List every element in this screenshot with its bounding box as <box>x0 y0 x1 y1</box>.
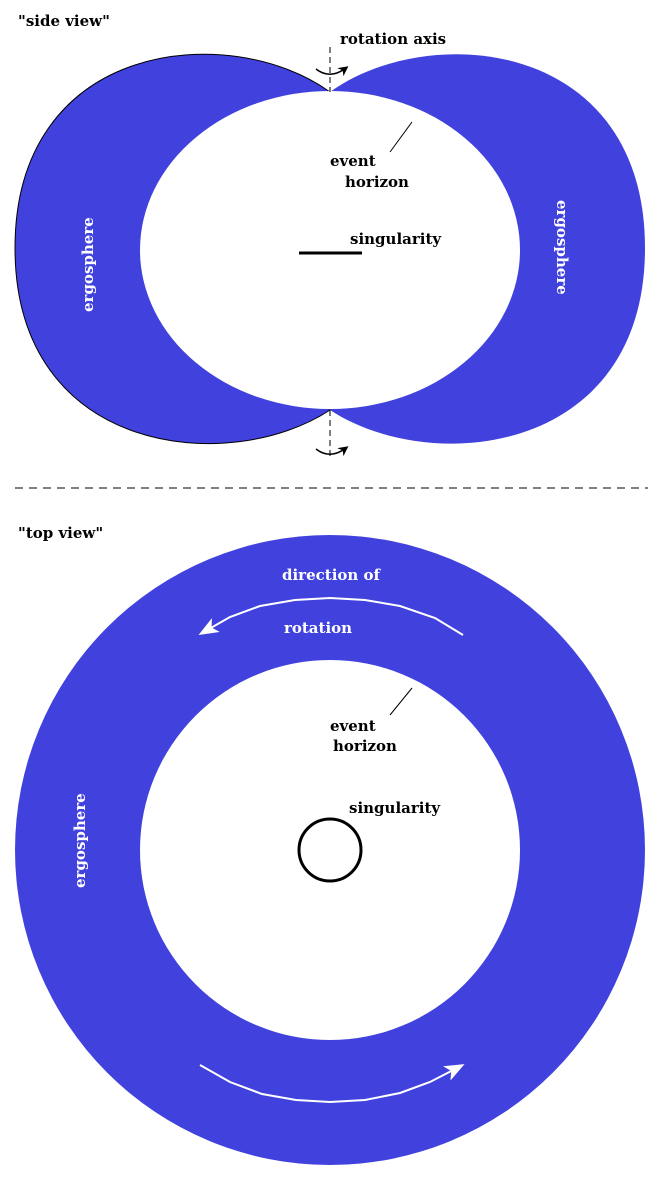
ring-singularity <box>297 817 363 883</box>
rotation-axis-label: rotation axis <box>340 30 446 48</box>
direction-label: direction of <box>282 566 382 584</box>
event-horizon-label: horizon <box>345 173 409 191</box>
top-view-title: "top view" <box>18 524 103 542</box>
rotation-arrow-bottom-icon <box>315 446 349 457</box>
direction-label: rotation <box>284 619 352 637</box>
singularity-label: singularity <box>350 230 442 248</box>
rotation-arrow-top-icon <box>198 596 464 636</box>
event-horizon-top <box>140 660 520 1040</box>
ergosphere-label-left: ergosphere <box>79 217 97 312</box>
event-horizon-pointer <box>389 687 413 716</box>
event-horizon-label: event <box>330 152 376 170</box>
ergosphere-label-right: ergosphere <box>553 200 571 295</box>
event-horizon-label: horizon <box>333 737 397 755</box>
event-horizon-pointer <box>389 121 413 153</box>
ergosphere-label: ergosphere <box>71 793 89 888</box>
rotation-arrow-top-icon <box>315 66 349 77</box>
rotation-arrow-bottom-icon <box>199 1064 465 1104</box>
event-horizon-label: event <box>330 717 376 735</box>
event-horizon-side <box>140 91 520 409</box>
singularity-label: singularity <box>349 799 441 817</box>
side-view-title: "side view" <box>18 12 110 30</box>
